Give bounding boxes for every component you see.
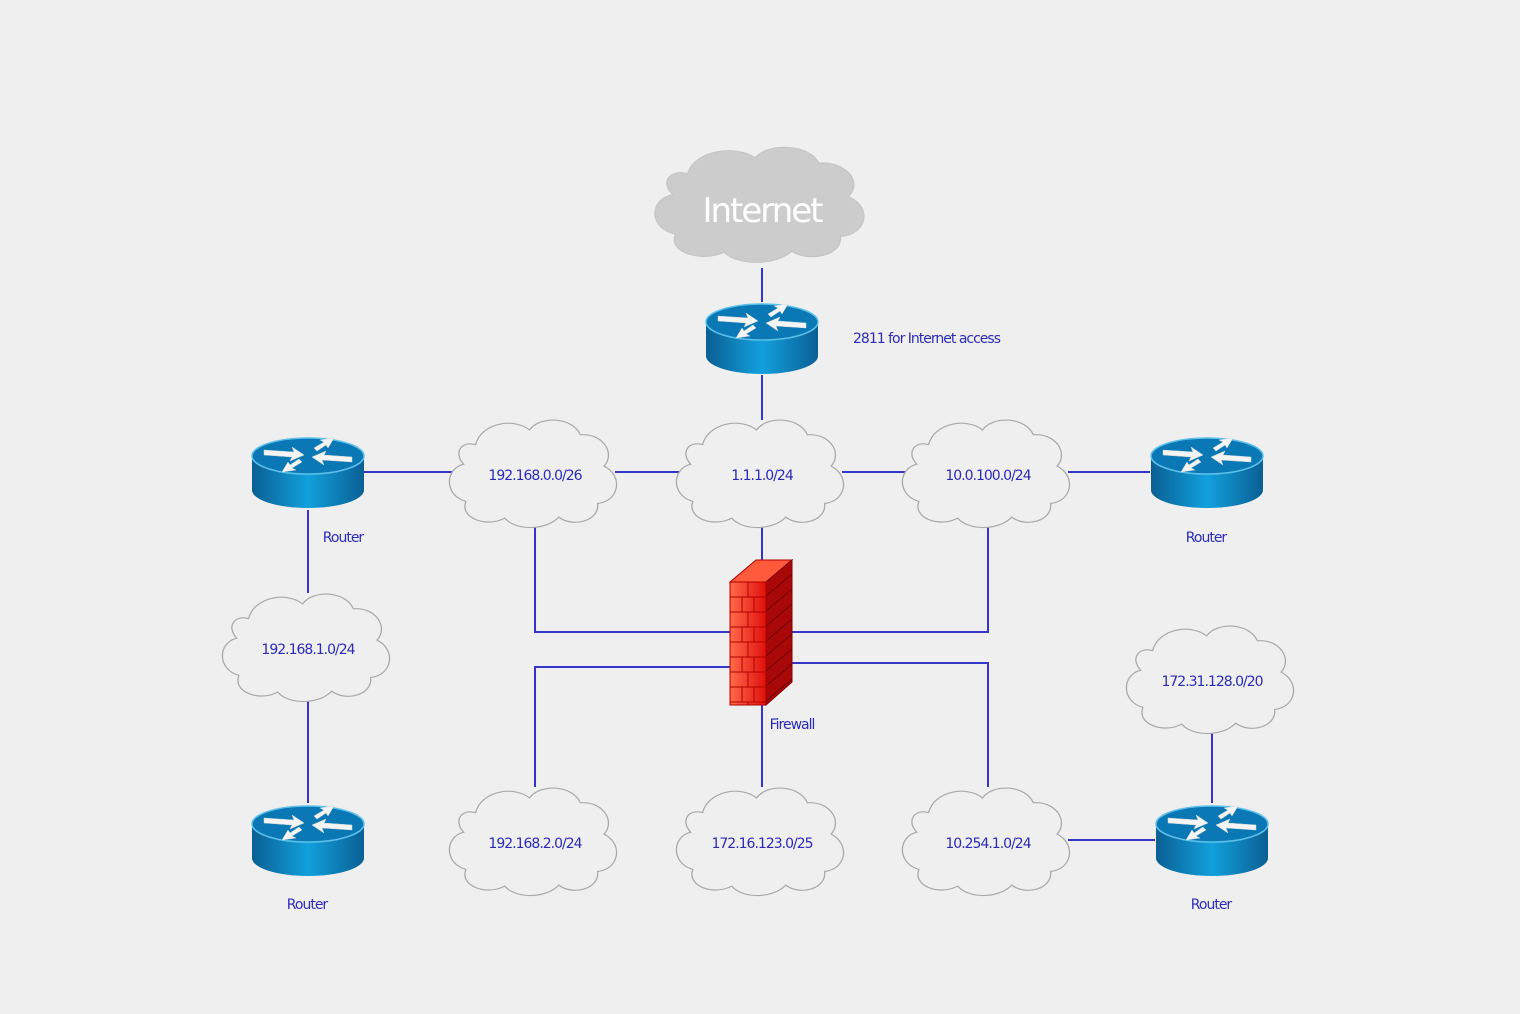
router-icon[interactable] (251, 805, 365, 876)
arrow-icon (1212, 437, 1234, 452)
network-label: 192.168.0.0/26 (488, 468, 582, 484)
router-icon[interactable] (705, 303, 819, 374)
firewall-icon[interactable] (728, 558, 794, 707)
arrow-icon (281, 458, 303, 473)
router-icon[interactable] (251, 437, 365, 508)
network-link (534, 666, 730, 787)
edge-router-label: 2811 for Internet access (853, 331, 1001, 347)
arrow-icon (263, 446, 305, 462)
network-cloud[interactable]: 172.31.128.0/20 (1125, 625, 1295, 735)
network-label: 1.1.1.0/24 (731, 468, 794, 484)
network-link (534, 527, 730, 633)
arrow-icon (1185, 826, 1207, 841)
arrow-icon (1162, 446, 1204, 462)
network-label: 192.168.1.0/24 (261, 642, 355, 658)
arrow-icon (281, 826, 303, 841)
network-cloud[interactable]: 192.168.1.0/24 (221, 593, 391, 703)
arrow-icon (717, 312, 759, 328)
network-label: 172.16.123.0/25 (711, 836, 812, 852)
network-link (790, 662, 989, 787)
router-icon[interactable] (1150, 437, 1264, 508)
arrow-icon (313, 805, 335, 820)
network-link (790, 527, 989, 633)
network-label: 10.0.100.0/24 (945, 468, 1031, 484)
arrow-icon (263, 814, 305, 830)
network-cloud[interactable]: 192.168.0.0/26 (448, 419, 618, 529)
network-cloud[interactable]: 10.254.1.0/24 (901, 787, 1071, 897)
network-cloud[interactable]: 1.1.1.0/24 (675, 419, 845, 529)
router-label: Router (1191, 897, 1233, 913)
arrow-icon (311, 450, 353, 466)
router-icon[interactable] (1155, 805, 1269, 876)
network-cloud[interactable]: 10.0.100.0/24 (901, 419, 1071, 529)
network-label: 192.168.2.0/24 (488, 836, 582, 852)
arrow-icon (1167, 814, 1209, 830)
router-label: Router (323, 530, 365, 546)
router-label: Router (287, 897, 329, 913)
arrow-icon (735, 324, 757, 339)
arrow-icon (765, 316, 807, 332)
router-label: Router (1186, 530, 1228, 546)
arrow-icon (1215, 818, 1257, 834)
arrow-icon (1217, 805, 1239, 820)
arrow-icon (1180, 458, 1202, 473)
firewall-label: Firewall (770, 717, 815, 733)
arrow-icon (767, 303, 789, 318)
arrow-icon (313, 437, 335, 452)
network-cloud[interactable]: 172.16.123.0/25 (675, 787, 845, 897)
nodes: Internet 192.168.0.0/26 1.1.1.0/24 10.0.100… (221, 146, 1295, 913)
links (307, 268, 1213, 841)
network-label: 172.31.128.0/20 (1161, 674, 1262, 690)
arrow-icon (1210, 450, 1252, 466)
network-cloud[interactable]: 192.168.2.0/24 (448, 787, 618, 897)
internet-label: Internet (702, 191, 823, 231)
arrow-icon (311, 818, 353, 834)
network-label: 10.254.1.0/24 (945, 836, 1031, 852)
